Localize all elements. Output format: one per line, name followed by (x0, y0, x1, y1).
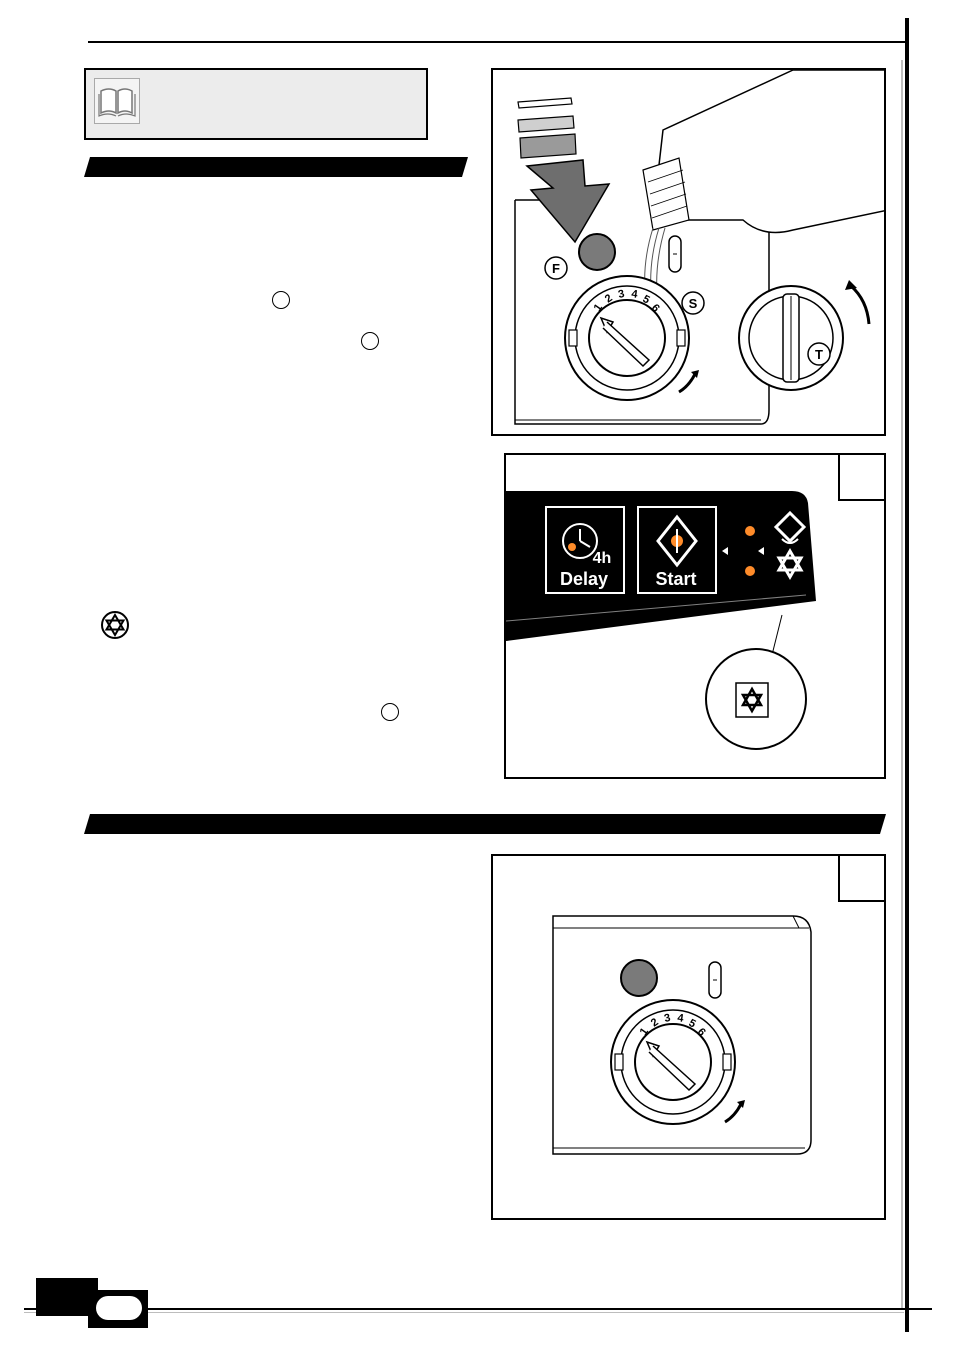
star-indicator-icon (776, 548, 804, 580)
reference-circle-3 (381, 703, 399, 721)
label-s: S (689, 296, 698, 311)
star-of-david-icon (100, 610, 130, 640)
bottom-rule (24, 1308, 932, 1310)
start-label: Start (655, 569, 696, 589)
dial-number: 2 (603, 292, 615, 305)
dial-number: 4 (631, 288, 640, 301)
language-tab-pill (96, 1296, 142, 1320)
dial-number: 5 (687, 1017, 698, 1030)
figure-3-dispenser-dial: 1 2 3 4 5 6 (491, 854, 886, 1220)
figure-2-control-panel: 4h Delay Start (504, 453, 886, 779)
figure-2-number-box (838, 455, 884, 501)
dial-number: 3 (617, 288, 625, 301)
right-rule-shadow (901, 60, 903, 1310)
note-box (84, 68, 428, 140)
figure-1-detergent-dispenser: F S T 1 2 3 4 5 6 (491, 68, 886, 436)
label-f: F (552, 261, 560, 276)
figure-3-number-box (838, 856, 884, 902)
dial-number: 1 (638, 1026, 651, 1038)
section-heading-bar-2 (84, 814, 886, 834)
page-number-tab (36, 1278, 98, 1316)
dial-number: 4 (677, 1012, 686, 1025)
delay-hours: 4h (593, 550, 612, 567)
dial-number: 2 (649, 1016, 661, 1029)
book-icon (94, 78, 140, 124)
label-t: T (815, 347, 823, 362)
dial-number: 5 (641, 293, 652, 306)
dial-number: 1 (592, 302, 605, 314)
reference-circle-1 (272, 291, 290, 309)
delay-label: Delay (560, 569, 608, 589)
star-callout-icon (740, 686, 764, 714)
reference-circle-2 (361, 332, 379, 350)
bottom-rule-shadow (24, 1312, 904, 1313)
section-heading-bar-1 (84, 157, 468, 177)
dial-number: 3 (663, 1012, 671, 1025)
rinse-aid-icon (773, 510, 807, 544)
right-rule (905, 18, 909, 1332)
top-rule (88, 41, 906, 43)
